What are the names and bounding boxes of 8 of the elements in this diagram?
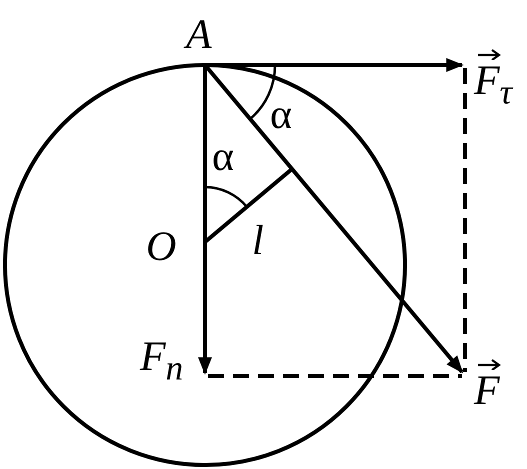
force-label: F$_{n}$ [140, 336, 184, 390]
force-label: F$_{τ}$ [474, 58, 512, 104]
angle-label: α [270, 94, 292, 136]
angle-label: α [212, 136, 234, 178]
force-label: F [474, 368, 500, 414]
point-label: O [146, 226, 176, 268]
length-label: l [252, 220, 264, 262]
point-label: A [186, 14, 212, 56]
